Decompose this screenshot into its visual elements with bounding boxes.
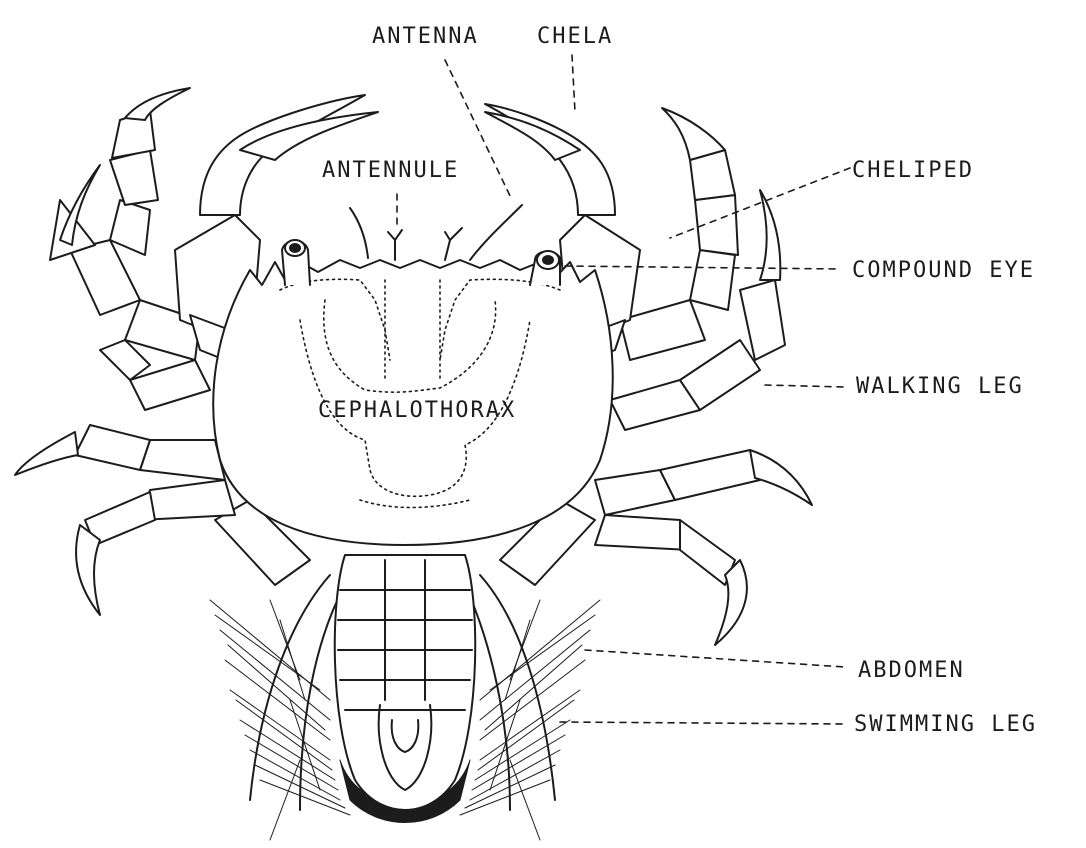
abdomen <box>335 555 475 810</box>
label-walking-leg: WALKING LEG <box>856 374 1024 399</box>
label-antennule: ANTENNULE <box>322 158 459 183</box>
label-cheliped: CHELIPED <box>852 158 974 183</box>
label-compound-eye: COMPOUND EYE <box>852 258 1035 283</box>
label-antenna: ANTENNA <box>372 24 479 49</box>
label-swimming-leg: SWIMMING LEG <box>854 712 1037 737</box>
label-chela: CHELA <box>537 24 613 49</box>
label-abdomen: ABDOMEN <box>858 658 965 683</box>
label-cephalothorax: CEPHALOTHORAX <box>318 398 516 423</box>
antennae <box>350 205 522 260</box>
